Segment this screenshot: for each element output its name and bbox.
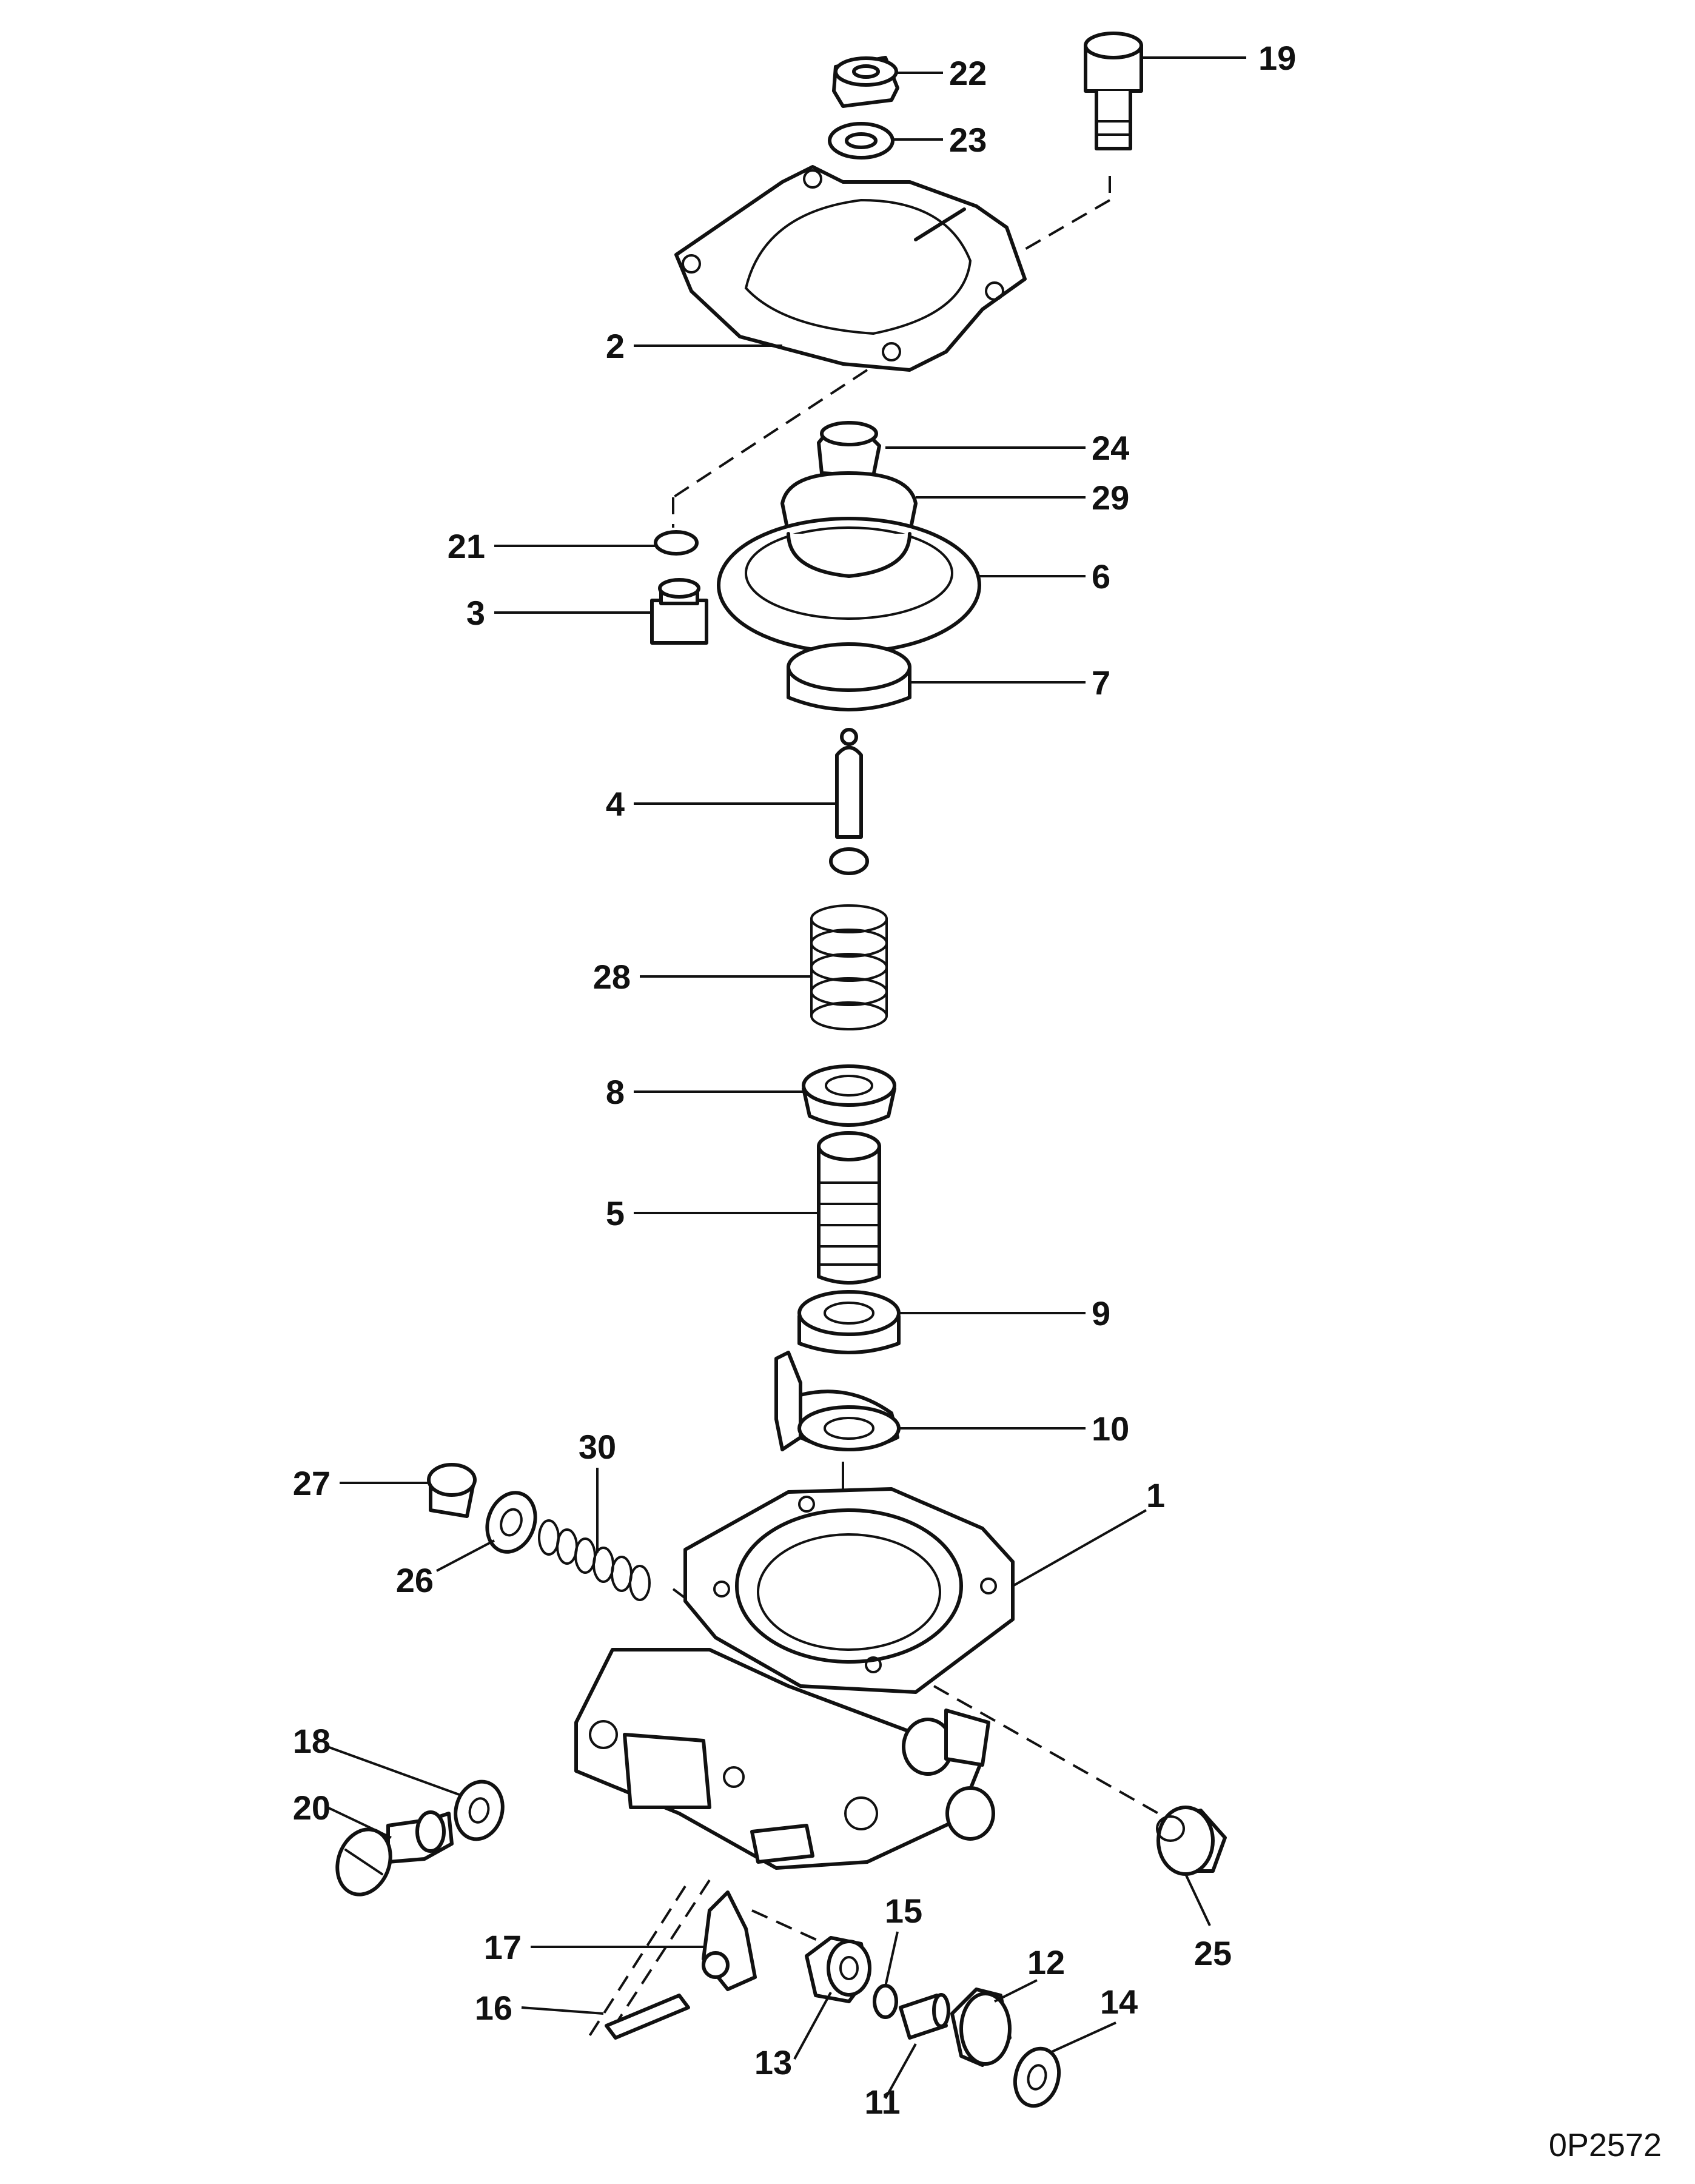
part-30-spring <box>538 1519 651 1601</box>
callout-30: 30 <box>579 1428 616 1466</box>
callout-11: 11 <box>864 2083 900 2121</box>
callout-7: 7 <box>1092 664 1110 702</box>
part-18-washer <box>454 1779 505 1841</box>
part-7-piston <box>787 642 911 711</box>
callout-20: 20 <box>293 1789 331 1827</box>
callout-29: 29 <box>1092 479 1129 517</box>
callout-6: 6 <box>1092 557 1110 596</box>
callout-25: 25 <box>1194 1934 1232 1972</box>
part-27-plug <box>427 1463 477 1518</box>
callout-9: 9 <box>1092 1294 1110 1332</box>
part-21-o-ring <box>654 530 699 556</box>
part-15-o-ring <box>873 1984 898 2019</box>
part-24-nut <box>817 421 881 478</box>
callout-17: 17 <box>484 1928 522 1966</box>
part-2-cover <box>674 165 1027 372</box>
part-4-pin <box>829 728 869 875</box>
part-20-bolt <box>335 1810 454 1897</box>
callout-14: 14 <box>1100 1983 1138 2021</box>
part-3-plug <box>650 578 708 645</box>
part-13-nut <box>805 1936 871 2003</box>
part-17-bracket <box>702 1890 757 1991</box>
callout-3: 3 <box>466 594 485 632</box>
part-26-washer <box>485 1491 537 1554</box>
part-23-washer <box>828 122 894 160</box>
callout-12: 12 <box>1027 1943 1065 1981</box>
callout-10: 10 <box>1092 1410 1129 1448</box>
callout-22: 22 <box>949 54 987 92</box>
part-14-washer <box>1013 2046 1061 2108</box>
part-9-ring <box>797 1290 901 1354</box>
callout-2: 2 <box>606 327 625 365</box>
callout-labels: 22 23 19 2 24 29 21 6 3 7 4 28 8 5 9 10 … <box>293 39 1297 2121</box>
leader-lines <box>327 56 1246 2099</box>
callout-21: 21 <box>448 527 485 565</box>
callout-28: 28 <box>593 958 631 996</box>
callout-19: 19 <box>1258 39 1296 77</box>
callout-24: 24 <box>1092 429 1129 467</box>
callout-23: 23 <box>949 121 987 159</box>
callout-1: 1 <box>1146 1476 1165 1514</box>
part-11-pin <box>899 1993 950 2040</box>
part-1-body <box>574 1487 1015 1870</box>
callout-27: 27 <box>293 1464 331 1502</box>
part-16-pin <box>605 1994 690 2040</box>
callout-16: 16 <box>475 1989 512 2027</box>
part-19-bolt <box>1084 32 1143 150</box>
callout-8: 8 <box>606 1073 625 1111</box>
callout-26: 26 <box>396 1561 434 1599</box>
callout-13: 13 <box>754 2043 792 2082</box>
part-10-plate <box>774 1351 901 1451</box>
part-8-seat <box>802 1064 896 1127</box>
part-28-spring <box>810 904 888 1030</box>
figure-code: 0P2572 <box>1549 2127 1662 2163</box>
callout-4: 4 <box>606 785 625 823</box>
part-12-plug <box>950 1987 1012 2067</box>
callout-15: 15 <box>885 1892 922 1930</box>
part-22-nut <box>832 56 899 108</box>
callout-18: 18 <box>293 1722 331 1760</box>
part-25-bolt <box>1156 1806 1227 1876</box>
part-5-spool <box>817 1131 881 1285</box>
part-6-diaphragm <box>717 517 981 654</box>
callout-5: 5 <box>606 1194 625 1232</box>
